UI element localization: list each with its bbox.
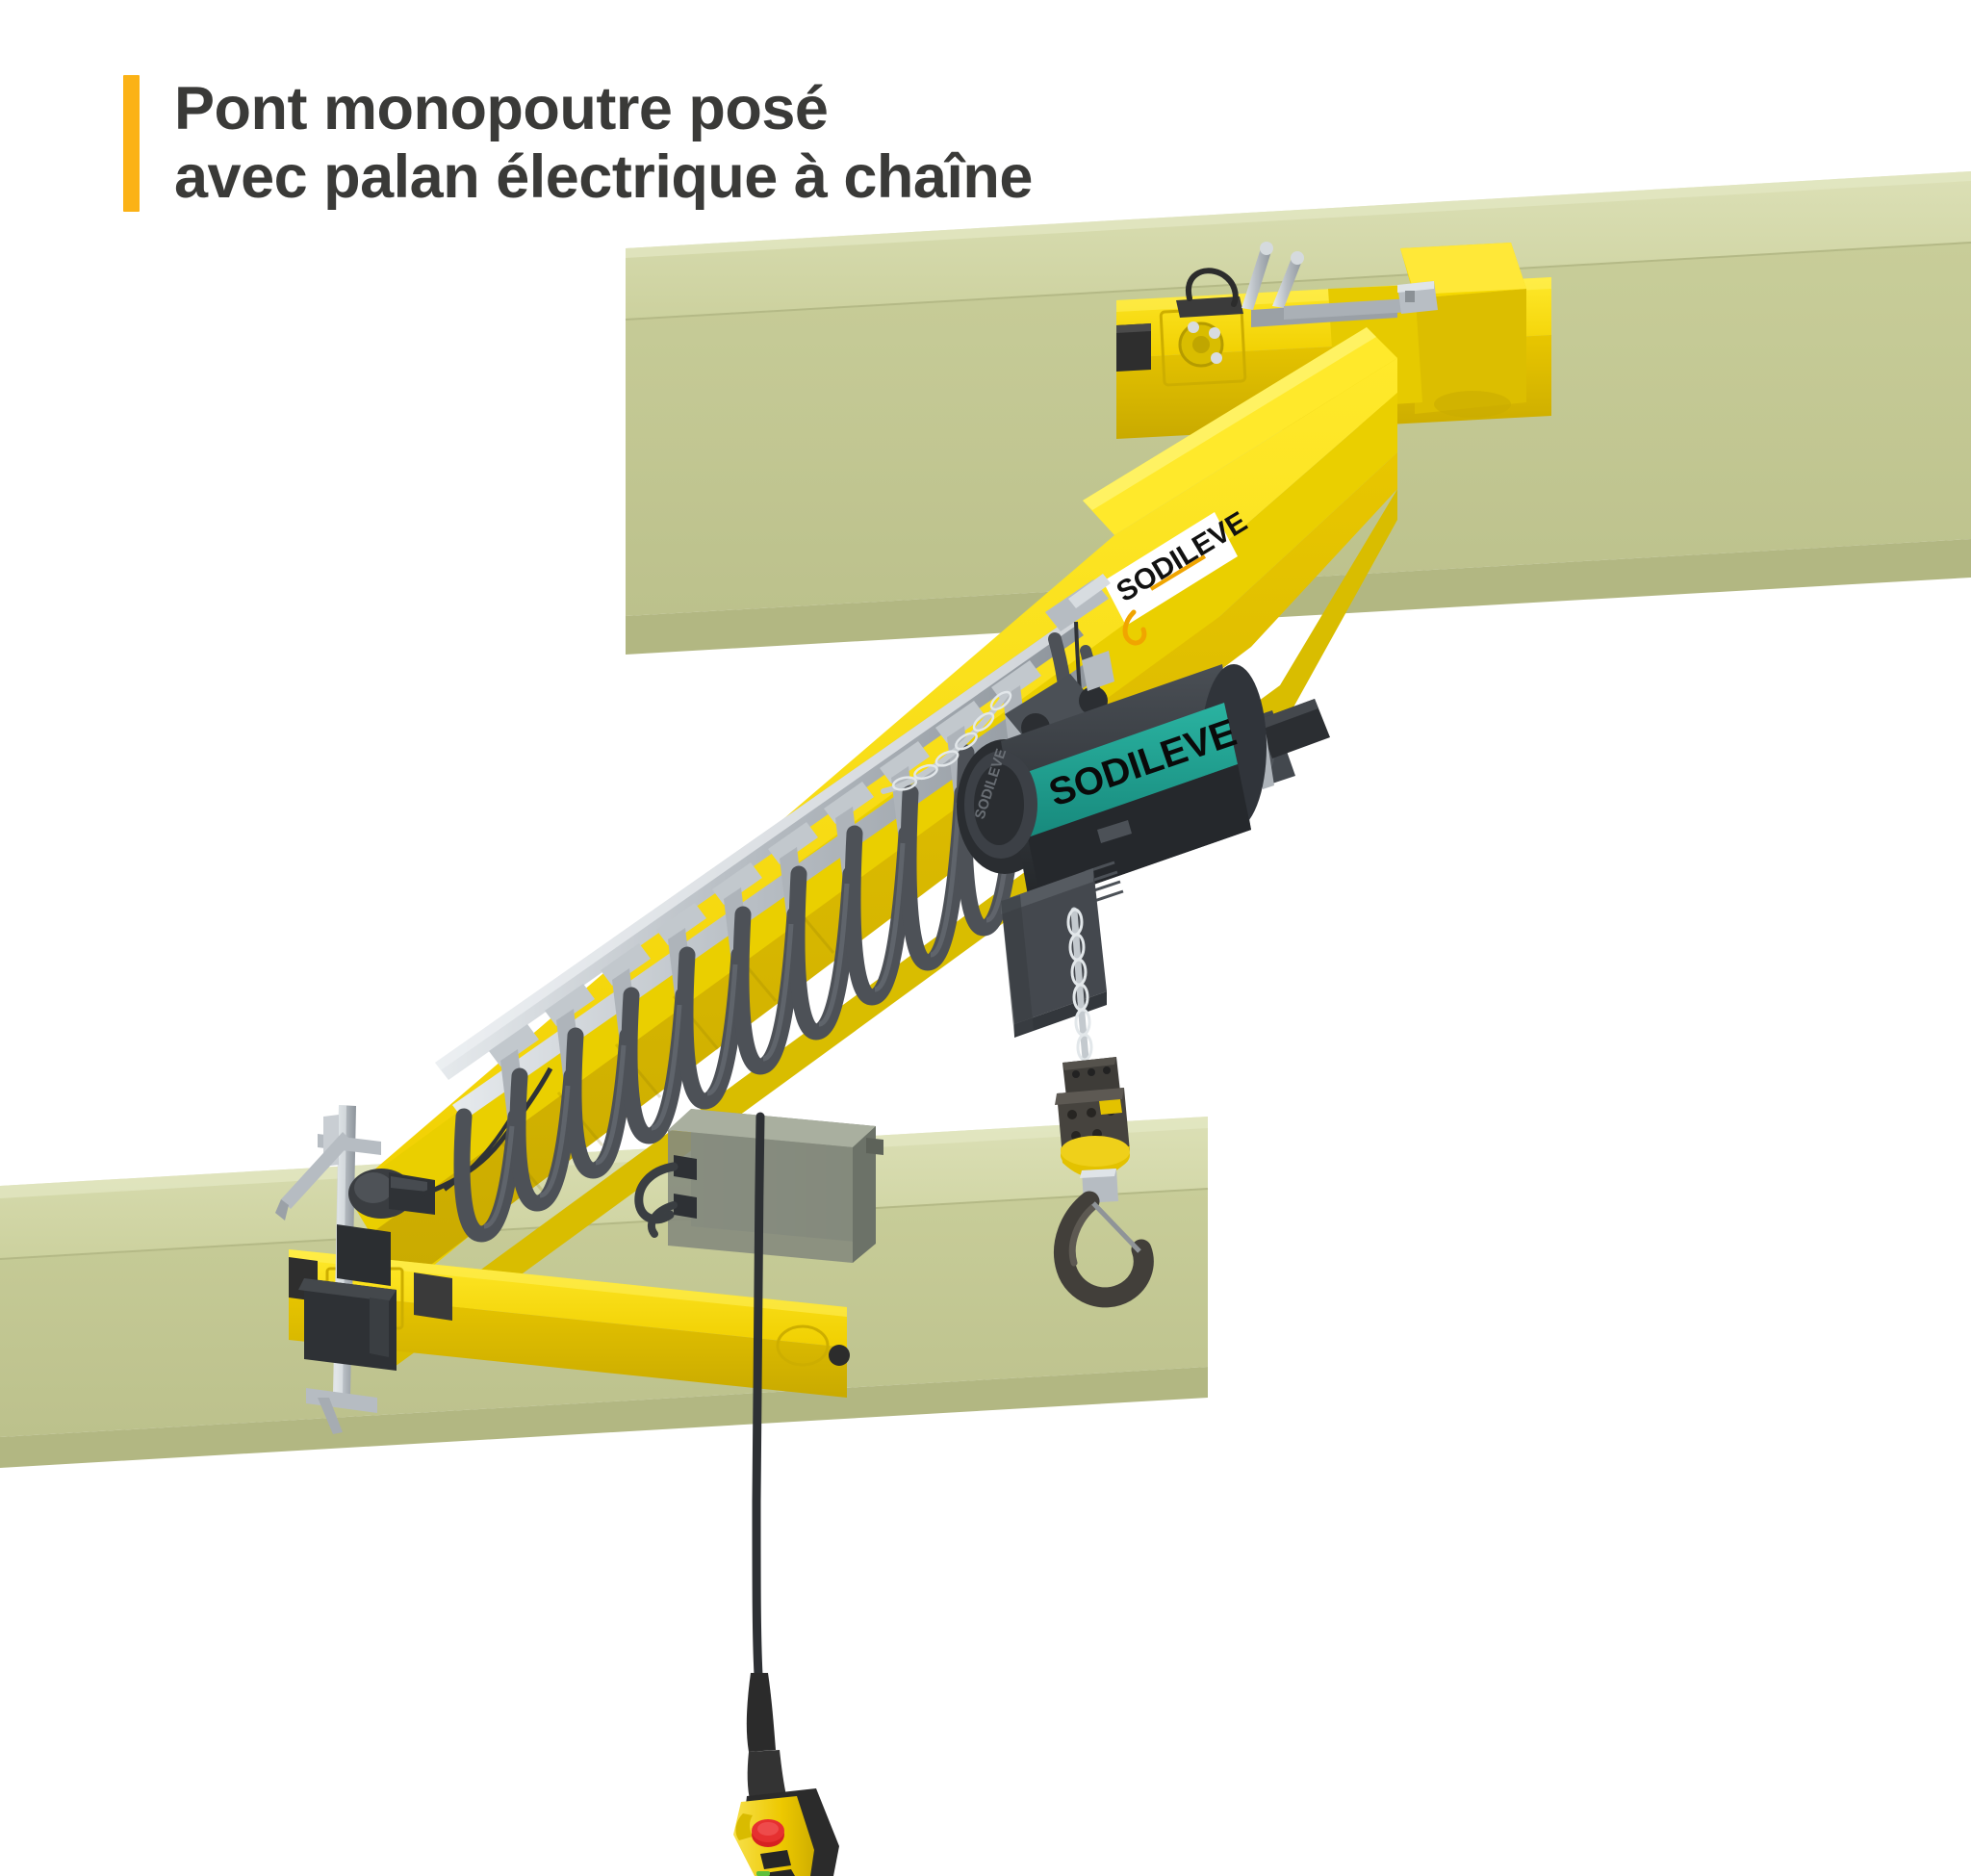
pendant-control-assembly [733, 1112, 839, 1876]
festoon-system [435, 574, 1113, 1243]
title-line-2: avec palan électrique à chaîne [174, 143, 1033, 212]
title-text-group: Pont monopoutre posé avec palan électriq… [174, 75, 1033, 212]
carriage-guide-rails [1241, 242, 1411, 327]
power-feed-point [275, 1066, 553, 1434]
page-title: Pont monopoutre posé avec palan électriq… [123, 75, 1033, 213]
main-girder: SODILEVE [346, 327, 1397, 1367]
title-accent-bar [123, 75, 140, 213]
title-line-1: Pont monopoutre posé [174, 75, 829, 142]
hook-block [1054, 1057, 1154, 1308]
chain-hoist: SODILEVE SODILEVE [957, 664, 1267, 1038]
load-chain [881, 688, 1093, 1063]
festoon-cable-loops [453, 744, 1027, 1243]
